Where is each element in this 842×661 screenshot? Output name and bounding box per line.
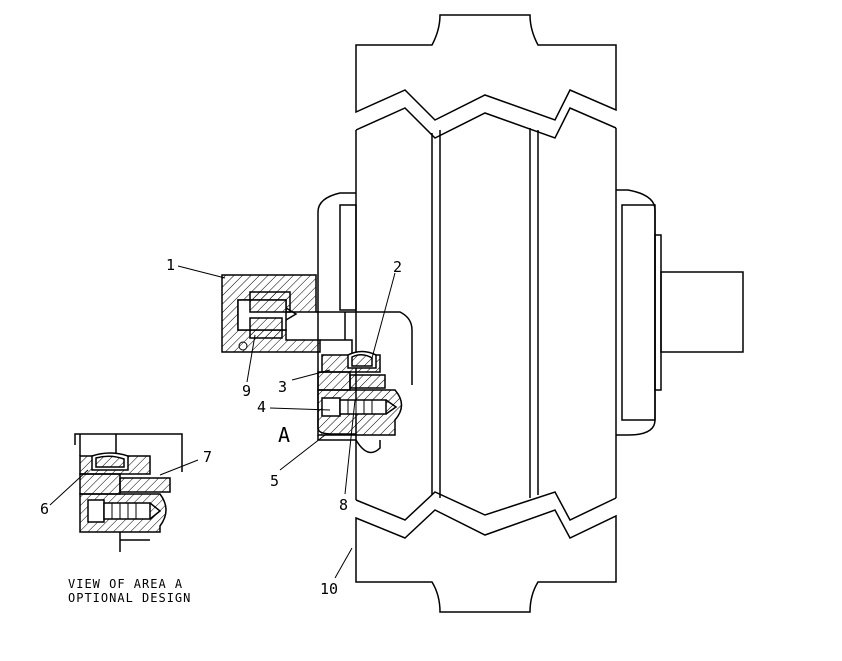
detail-caption-line2: OPTIONAL DESIGN	[68, 591, 191, 605]
callout-9: 9	[242, 382, 251, 400]
right-hub-and-shaft	[616, 189, 744, 436]
roller-body	[355, 14, 617, 613]
detail-caption-line1: VIEW OF AREA A	[68, 577, 183, 591]
callout-3: 3	[278, 378, 287, 396]
callout-8: 8	[339, 496, 348, 514]
callout-1: 1	[166, 256, 175, 274]
callout-2: 2	[393, 258, 402, 276]
detail-view-area-a	[74, 433, 183, 552]
callout-5: 5	[270, 472, 279, 490]
section-view	[221, 274, 413, 454]
callout-10: 10	[320, 580, 338, 598]
callout-4: 4	[257, 398, 266, 416]
leader-lines	[49, 265, 396, 579]
area-a-marker: A	[278, 423, 290, 447]
callout-6: 6	[40, 500, 49, 518]
callout-7: 7	[203, 448, 212, 466]
